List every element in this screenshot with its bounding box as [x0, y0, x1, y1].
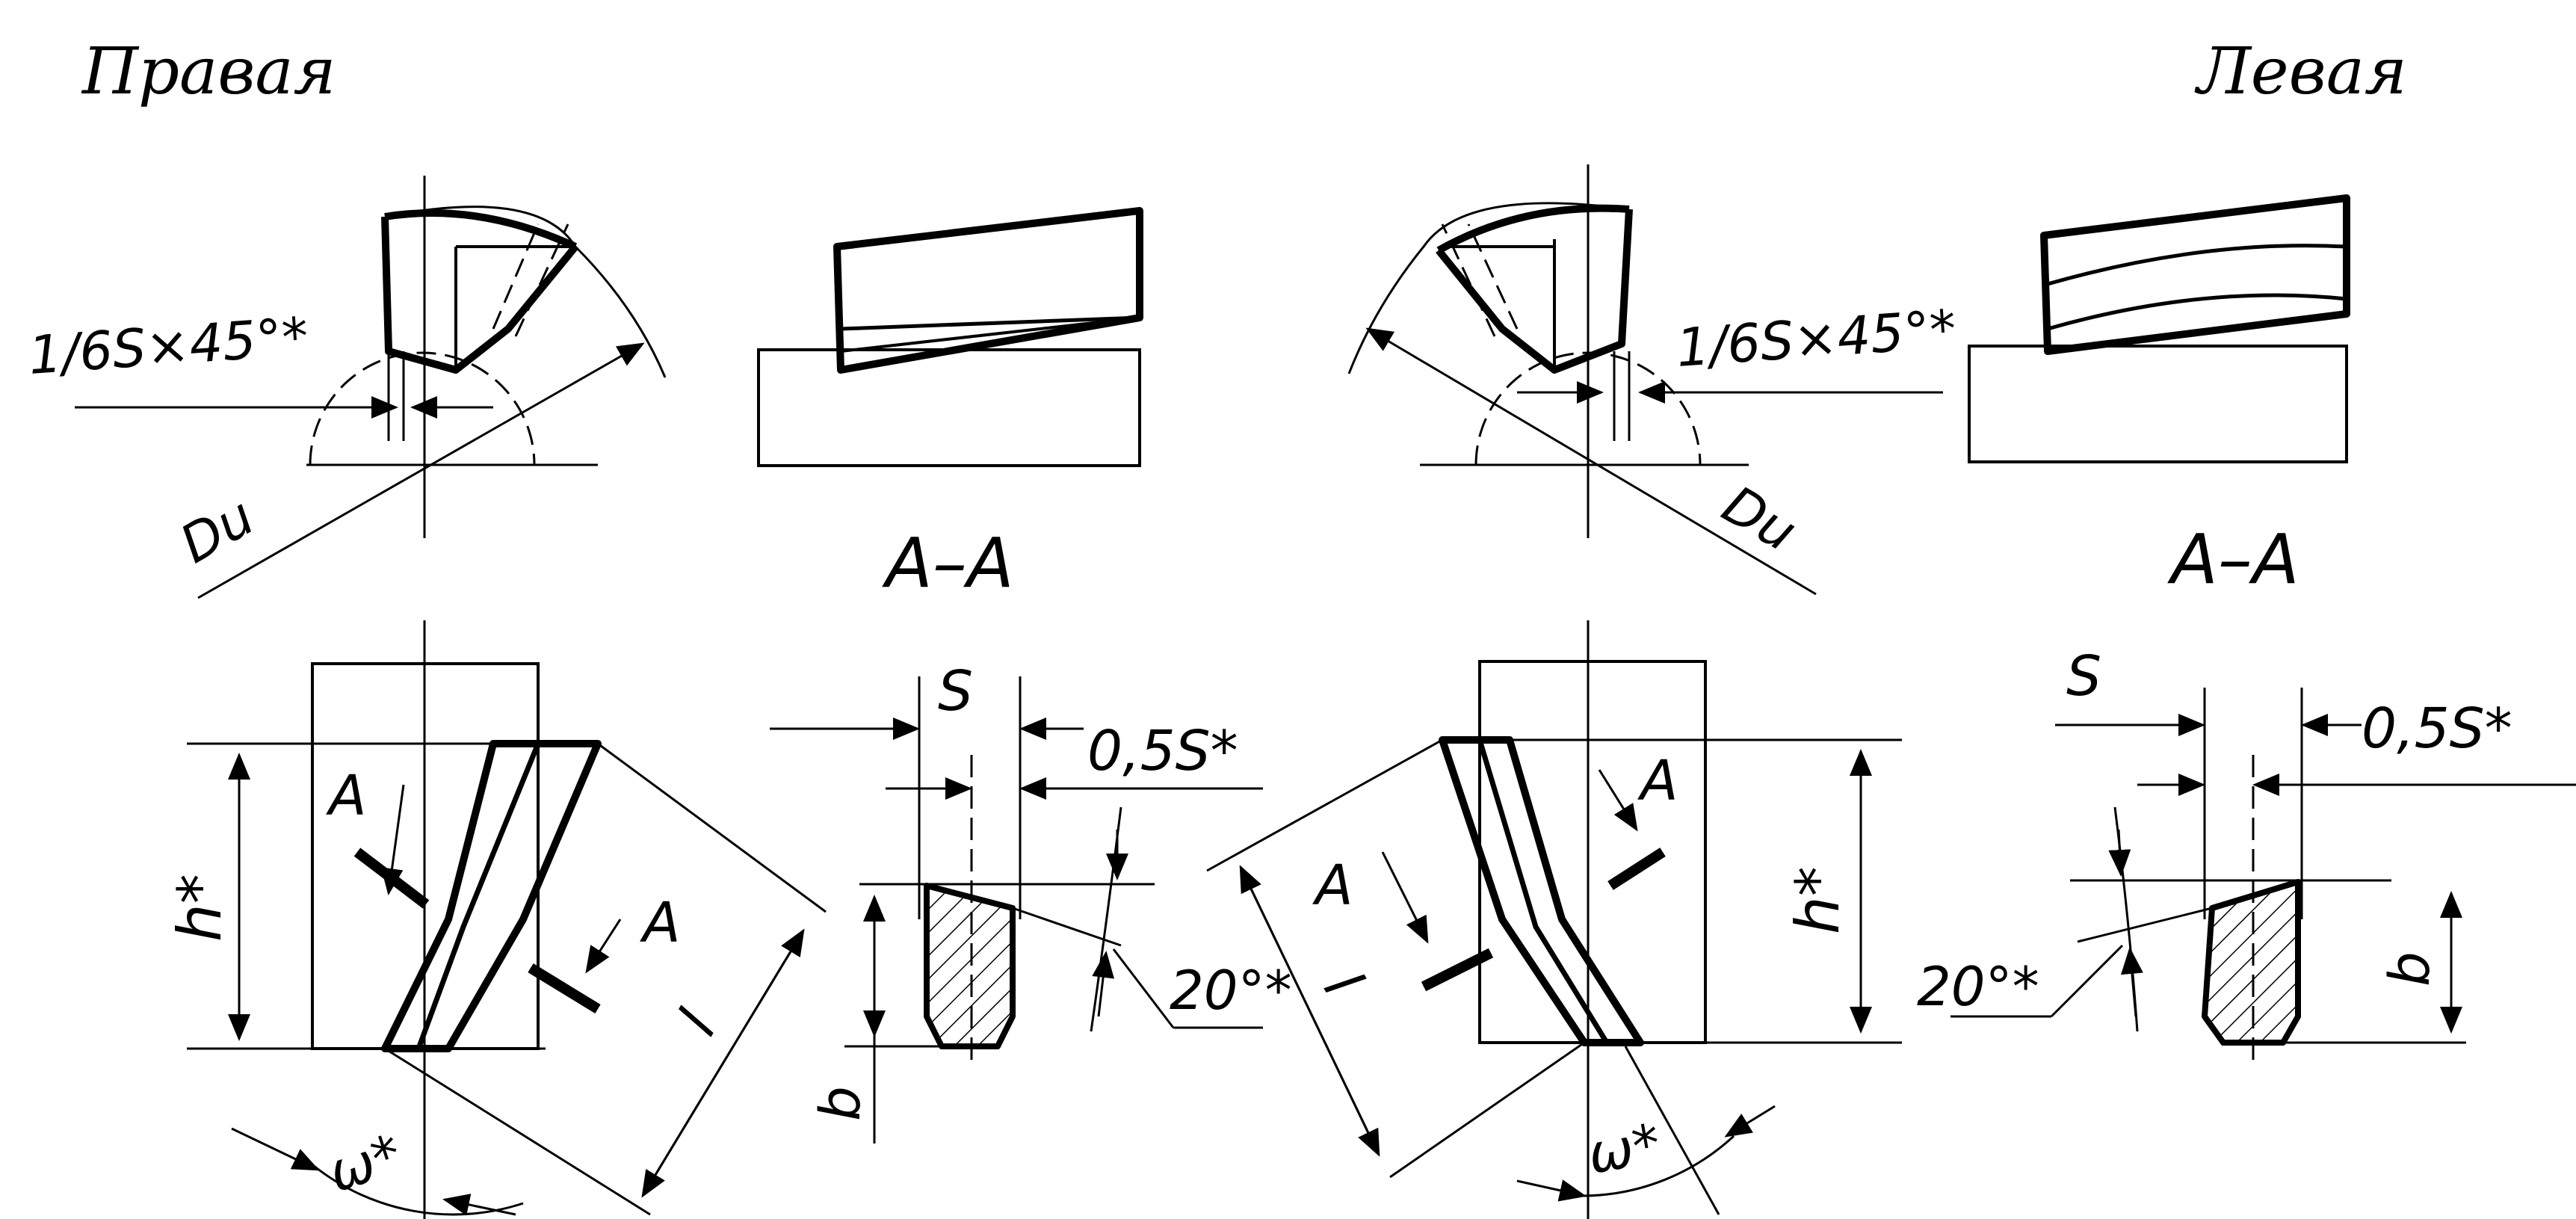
left-top-view — [1347, 164, 1943, 596]
right-top-view — [75, 176, 667, 599]
chamfer-label-right: 1/6S×45°* — [26, 306, 310, 386]
angle-label-right: 20°* — [1170, 959, 1292, 1022]
chamfer-label-left: 1/6S×45°* — [1674, 298, 1958, 379]
h-label-right: h* — [165, 874, 235, 942]
s-label-right: S — [938, 659, 973, 723]
right-section-side — [757, 207, 1143, 467]
section-label-right: A–A — [882, 523, 1014, 603]
a1-label-right: A — [326, 764, 367, 828]
angle-label-left: 20°* — [1917, 955, 2039, 1018]
a2-label-left: A — [1312, 854, 1353, 918]
half-s-label-right: 0,5S* — [1087, 719, 1238, 783]
a1-label-left: A — [1637, 749, 1678, 813]
right-cross-section — [770, 676, 1263, 1144]
section-label-left: A–A — [2167, 519, 2299, 599]
h-label-left: h* — [1783, 866, 1853, 934]
half-s-label-left: 0,5S* — [2362, 697, 2512, 761]
omega-label-left: ω* — [1583, 1111, 1664, 1185]
b-label-right: b — [809, 1086, 873, 1121]
l-label-left: l — [1311, 961, 1374, 1007]
l-label-right: l — [666, 1000, 729, 1046]
left-cross-section — [1950, 688, 2576, 1069]
b-label-left: b — [2378, 951, 2442, 987]
du-label-right: Du — [170, 486, 265, 575]
left-section-side — [1968, 194, 2350, 463]
a2-label-right: A — [640, 891, 681, 955]
title-right: Правая — [81, 34, 336, 109]
omega-label-right: ω* — [321, 1123, 409, 1205]
title-left: Левая — [2194, 34, 2407, 109]
s-label-left: S — [2066, 644, 2101, 709]
du-label-left: Du — [1713, 474, 1807, 564]
left-front-view — [1206, 620, 1902, 1219]
right-front-view — [187, 620, 827, 1219]
